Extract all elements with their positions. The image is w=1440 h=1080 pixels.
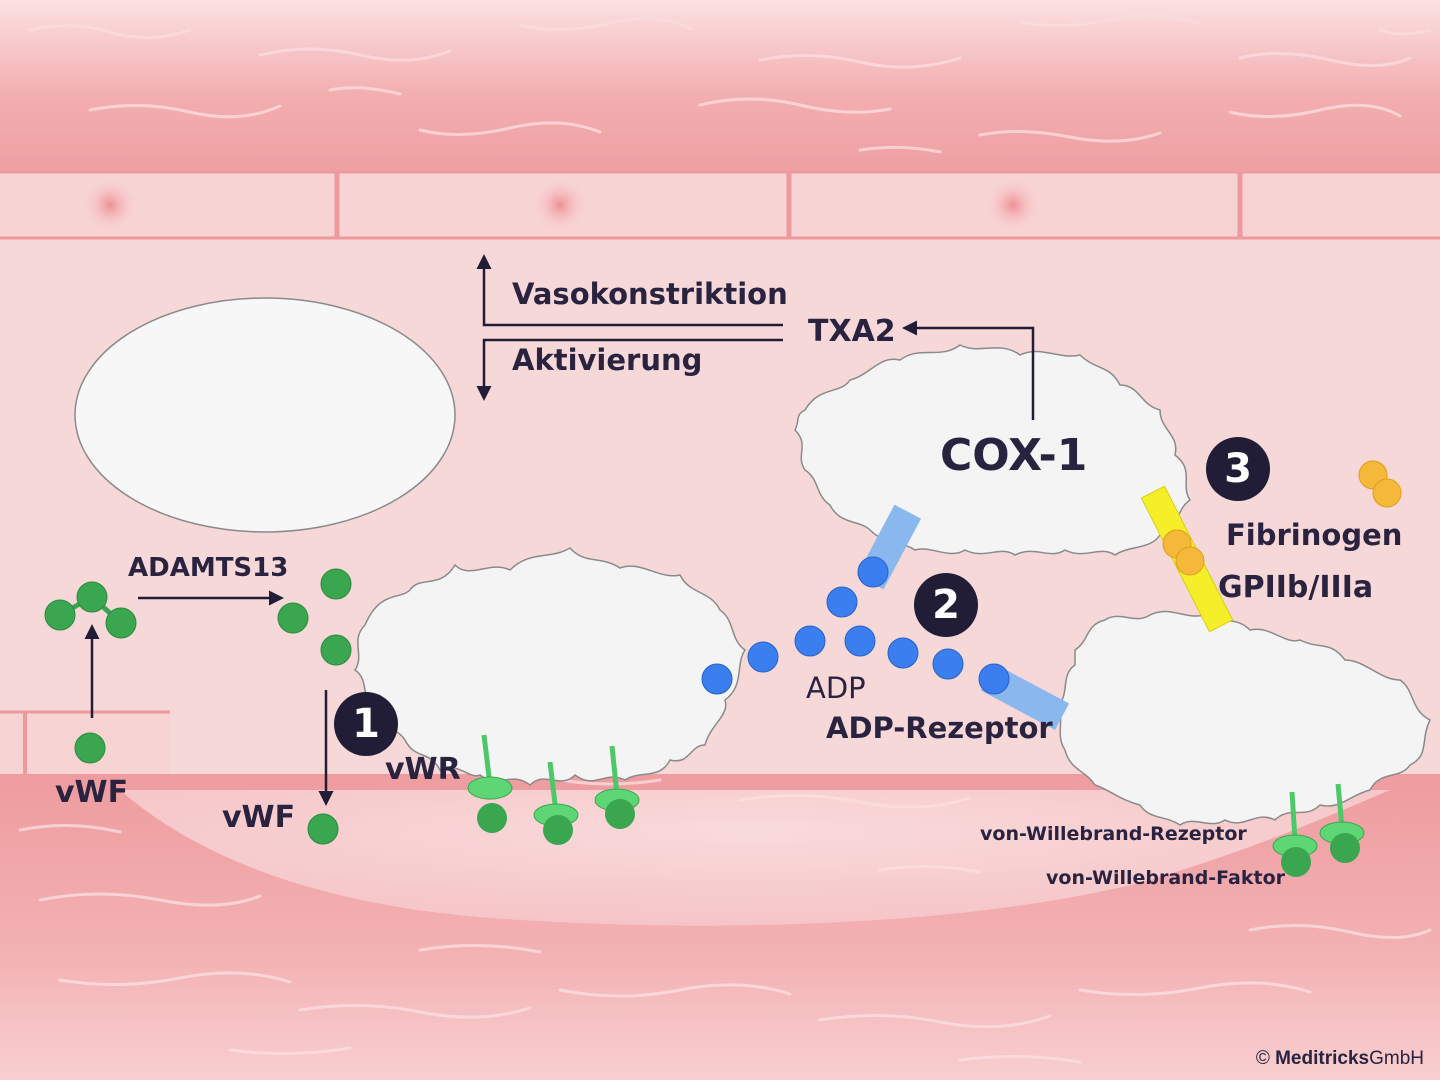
label-vwf-left: vWF xyxy=(55,775,129,810)
platelet-left xyxy=(353,547,747,786)
vwr-receptors-right xyxy=(1272,783,1365,877)
label-txa2: TXA2 xyxy=(808,314,896,349)
copyright-symbol: © xyxy=(1255,1048,1270,1069)
txa2-pathway-arrows xyxy=(476,254,1035,420)
label-adamts13: ADAMTS13 xyxy=(128,553,289,583)
step-badge-2: 2 xyxy=(914,573,978,637)
label-vwf-middle: vWF xyxy=(222,800,296,835)
wall-fibers-bottom xyxy=(18,778,1432,1064)
copyright-brand: Meditricks xyxy=(1275,1048,1370,1069)
label-cox1: COX-1 xyxy=(940,430,1088,481)
adp-molecules xyxy=(701,556,1010,695)
label-vw-rezeptor: von-Willebrand-Rezeptor xyxy=(980,823,1247,845)
wound-area xyxy=(120,790,1390,926)
wall-fibers-top xyxy=(28,14,1432,154)
label-vwr: vWR xyxy=(385,752,461,787)
step-badge-3: 3 xyxy=(1206,437,1270,501)
fibrinogen xyxy=(1162,460,1402,576)
vessel-wall-top xyxy=(0,0,1440,172)
endothelium-top xyxy=(0,170,1440,240)
blank-ellipse xyxy=(74,297,456,533)
label-aktivierung: Aktivierung xyxy=(512,343,703,377)
label-adp-rezeptor: ADP-Rezeptor xyxy=(826,711,1053,745)
vwf-monomers xyxy=(74,568,352,845)
label-gp-iib-iiia: GPIIb/IIIa xyxy=(1218,570,1374,605)
label-adp: ADP xyxy=(806,671,866,705)
vwf-multimer xyxy=(44,581,137,639)
label-vasokonstriktion: Vasokonstriktion xyxy=(512,277,788,311)
vwr-receptors-left xyxy=(467,734,640,845)
step-badge-1: 1 xyxy=(334,692,398,756)
copyright-suffix: GmbH xyxy=(1369,1048,1424,1069)
label-fibrinogen: Fibrinogen xyxy=(1226,518,1403,552)
label-vw-faktor: von-Willebrand-Faktor xyxy=(1046,867,1286,889)
copyright-notice: © MeditricksGmbH xyxy=(1256,1048,1424,1070)
vwf-arrows xyxy=(84,590,334,806)
